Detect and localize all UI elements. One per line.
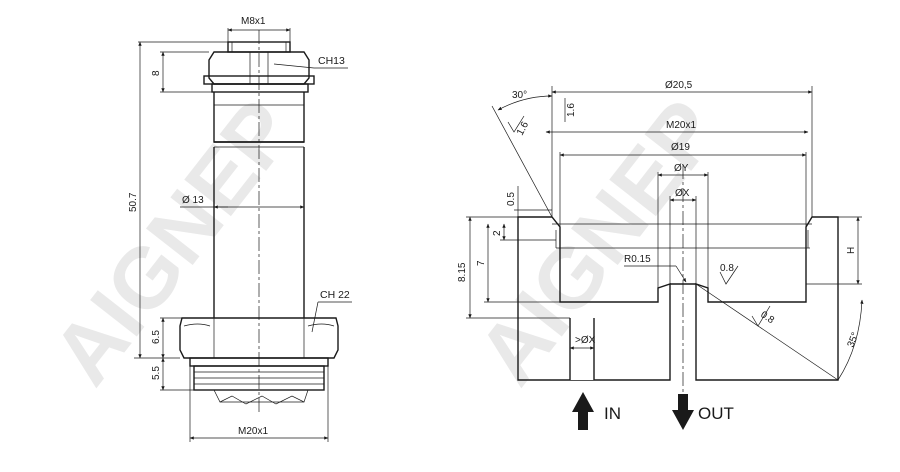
dim-7: 7 <box>476 260 487 266</box>
dim-35deg: 35° <box>846 331 862 349</box>
dim-50-7: 50.7 <box>128 192 139 212</box>
dim-dia-y: ØY <box>674 163 689 174</box>
label-ch22: CH 22 <box>320 289 350 301</box>
label-ch13: CH13 <box>318 55 345 67</box>
dim-30deg: 30° <box>512 90 527 101</box>
cavity-section-view: Ø20,5 M20x1 Ø19 ØY ØX 30° 1.6 1.6 8 <box>457 80 864 392</box>
dim-m20x1-bottom: M20x1 <box>238 426 268 437</box>
dim-2: 2 <box>492 230 503 236</box>
arrow-up-icon <box>572 392 594 430</box>
dim-8: 8 <box>151 70 162 76</box>
dim-dia-20-5: Ø20,5 <box>665 80 693 91</box>
dim-5-5: 5.5 <box>151 366 162 380</box>
flow-in-arrow: IN <box>572 392 621 430</box>
dim-dia-x: ØX <box>675 188 690 199</box>
dim-m20x1-cavity: M20x1 <box>666 120 696 131</box>
label-out: OUT <box>698 404 734 423</box>
cartridge-side-view: M8x1 CH13 8 50.7 6.5 5.5 Ø 13 CH 22 M20x <box>128 16 352 442</box>
dim-inlet-x: >ØX <box>575 335 596 346</box>
dim-dia-19: Ø19 <box>671 142 690 153</box>
dim-8-15: 8.15 <box>457 262 468 282</box>
dim-6-5: 6.5 <box>151 330 162 344</box>
watermark-left: AIGNEP <box>34 83 313 402</box>
label-r0-15: R0.15 <box>624 254 651 265</box>
arrow-down-icon <box>672 394 694 430</box>
roughness-1-6-top: 1.6 <box>566 103 577 117</box>
label-in: IN <box>604 404 621 423</box>
dim-m8x1: M8x1 <box>241 16 266 27</box>
flow-out-arrow: OUT <box>672 394 734 430</box>
dim-0-5: 0.5 <box>506 192 517 206</box>
svg-text:AIGNEP: AIGNEP <box>34 83 313 402</box>
dim-dia-13: Ø 13 <box>182 195 204 206</box>
roughness-0-8-wall: 0.8 <box>720 263 734 274</box>
roughness-1-6-chamfer: 1.6 <box>515 120 531 138</box>
dim-h: H <box>846 247 857 254</box>
roughness-0-8-floor: 0.8 <box>758 309 776 326</box>
